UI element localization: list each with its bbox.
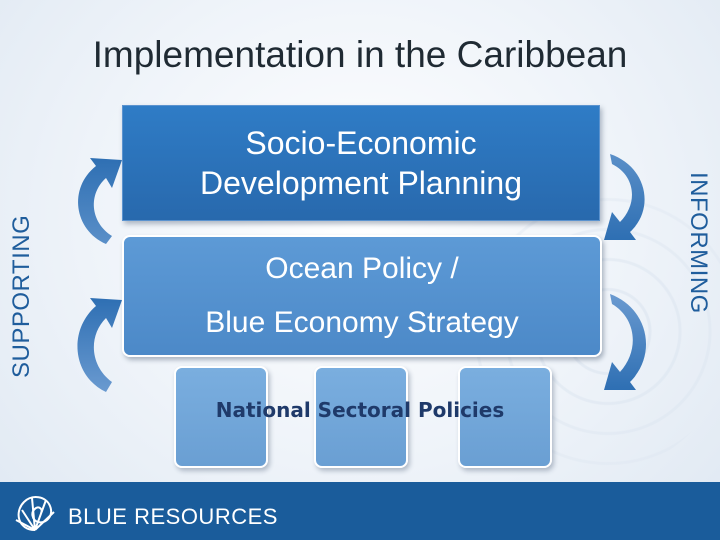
middle-box-line2: Blue Economy Strategy <box>205 306 519 339</box>
middle-box-line1: Ocean Policy / <box>265 252 459 285</box>
top-box-line1: Socio-Economic <box>245 125 477 161</box>
supporting-label: SUPPORTING <box>8 214 35 378</box>
informing-label: INFORMING <box>685 172 712 314</box>
blue-resources-logo-text: BLUE RESOURCES <box>68 504 278 529</box>
slide-title: Implementation in the Caribbean <box>92 34 628 75</box>
left-lower-curved-arrow-icon <box>77 298 122 392</box>
footer-bar <box>0 482 720 540</box>
sectoral-pillar-left <box>174 366 268 468</box>
top-box-line2: Development Planning <box>200 165 522 201</box>
socio-economic-planning-box: Socio-Economic Development Planning <box>122 105 600 221</box>
sectoral-pillar-right <box>458 366 552 468</box>
right-lower-curved-arrow-icon <box>604 294 647 390</box>
right-upper-curved-arrow-icon <box>604 154 645 240</box>
sectoral-pillar-center <box>314 366 408 468</box>
national-sectoral-policies-label: National Sectoral Policies <box>215 398 505 422</box>
shell-logo-icon <box>15 496 55 531</box>
ocean-policy-box: Ocean Policy / Blue Economy Strategy <box>122 235 602 357</box>
left-upper-curved-arrow-icon <box>78 158 122 244</box>
